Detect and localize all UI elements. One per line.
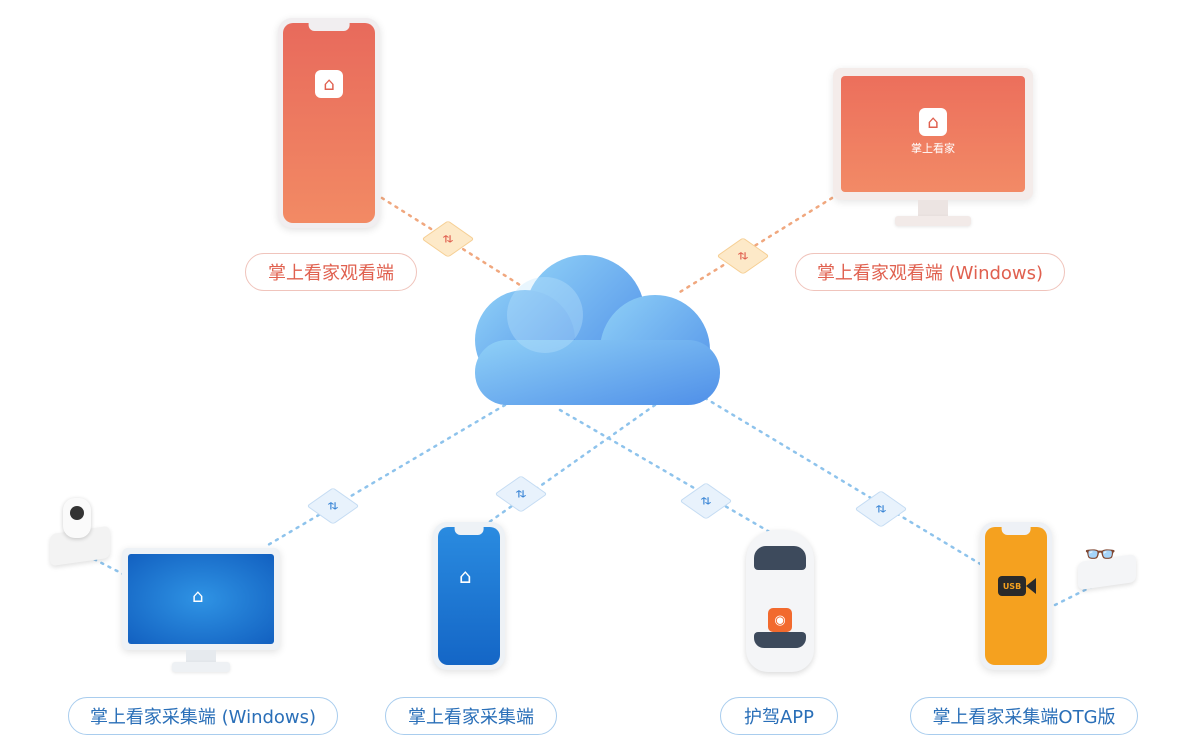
monitor-stand-neck <box>918 200 948 218</box>
home-camera-app-icon: ⌂ <box>919 108 947 136</box>
link-collector-windows <box>266 403 507 547</box>
label-collector-otg: 掌上看家采集端OTG版 <box>910 697 1138 735</box>
link-car <box>558 408 782 540</box>
viewer-phone: ⌂ <box>278 18 380 228</box>
link-collector <box>483 403 657 527</box>
cloud-icon <box>475 255 720 405</box>
label-collector-windows: 掌上看家采集端 (Windows) <box>68 697 338 735</box>
label-car-app: 护驾APP <box>720 697 838 735</box>
camera-lens <box>70 506 84 520</box>
car-rear-window <box>754 632 806 648</box>
security-camera-icon <box>63 498 91 538</box>
label-viewer-windows: 掌上看家观看端 (Windows) <box>795 253 1065 291</box>
car-icon: ◉ <box>746 530 814 672</box>
monitor-stand-neck <box>186 650 216 664</box>
link-glasses <box>1053 583 1097 607</box>
usb-camera-lens-icon <box>1026 578 1036 594</box>
car-windshield <box>754 546 806 570</box>
collector-otg-phone: USB <box>980 522 1052 670</box>
link-viewer-windows <box>678 196 834 294</box>
monitor-stand-base <box>895 216 971 226</box>
home-camera-app-icon: ⌂ <box>315 70 343 98</box>
usb-camera-icon: USB <box>998 576 1026 596</box>
link-otg <box>703 396 984 567</box>
viewer-windows-monitor: ⌂ 掌上看家 <box>833 68 1033 200</box>
monitor-stand-base <box>172 662 230 672</box>
home-camera-icon: ⌂ <box>459 564 472 588</box>
collector-windows-monitor: ⌂ <box>122 548 280 650</box>
collector-phone: ⌂ <box>433 522 505 670</box>
smart-glasses-icon: 👓 <box>1084 540 1117 570</box>
label-viewer: 掌上看家观看端 <box>245 253 417 291</box>
label-collector: 掌上看家采集端 <box>385 697 557 735</box>
car-app-icon: ◉ <box>768 608 792 632</box>
home-camera-icon: ⌂ <box>192 586 204 607</box>
monitor-app-name: 掌上看家 <box>911 142 955 155</box>
